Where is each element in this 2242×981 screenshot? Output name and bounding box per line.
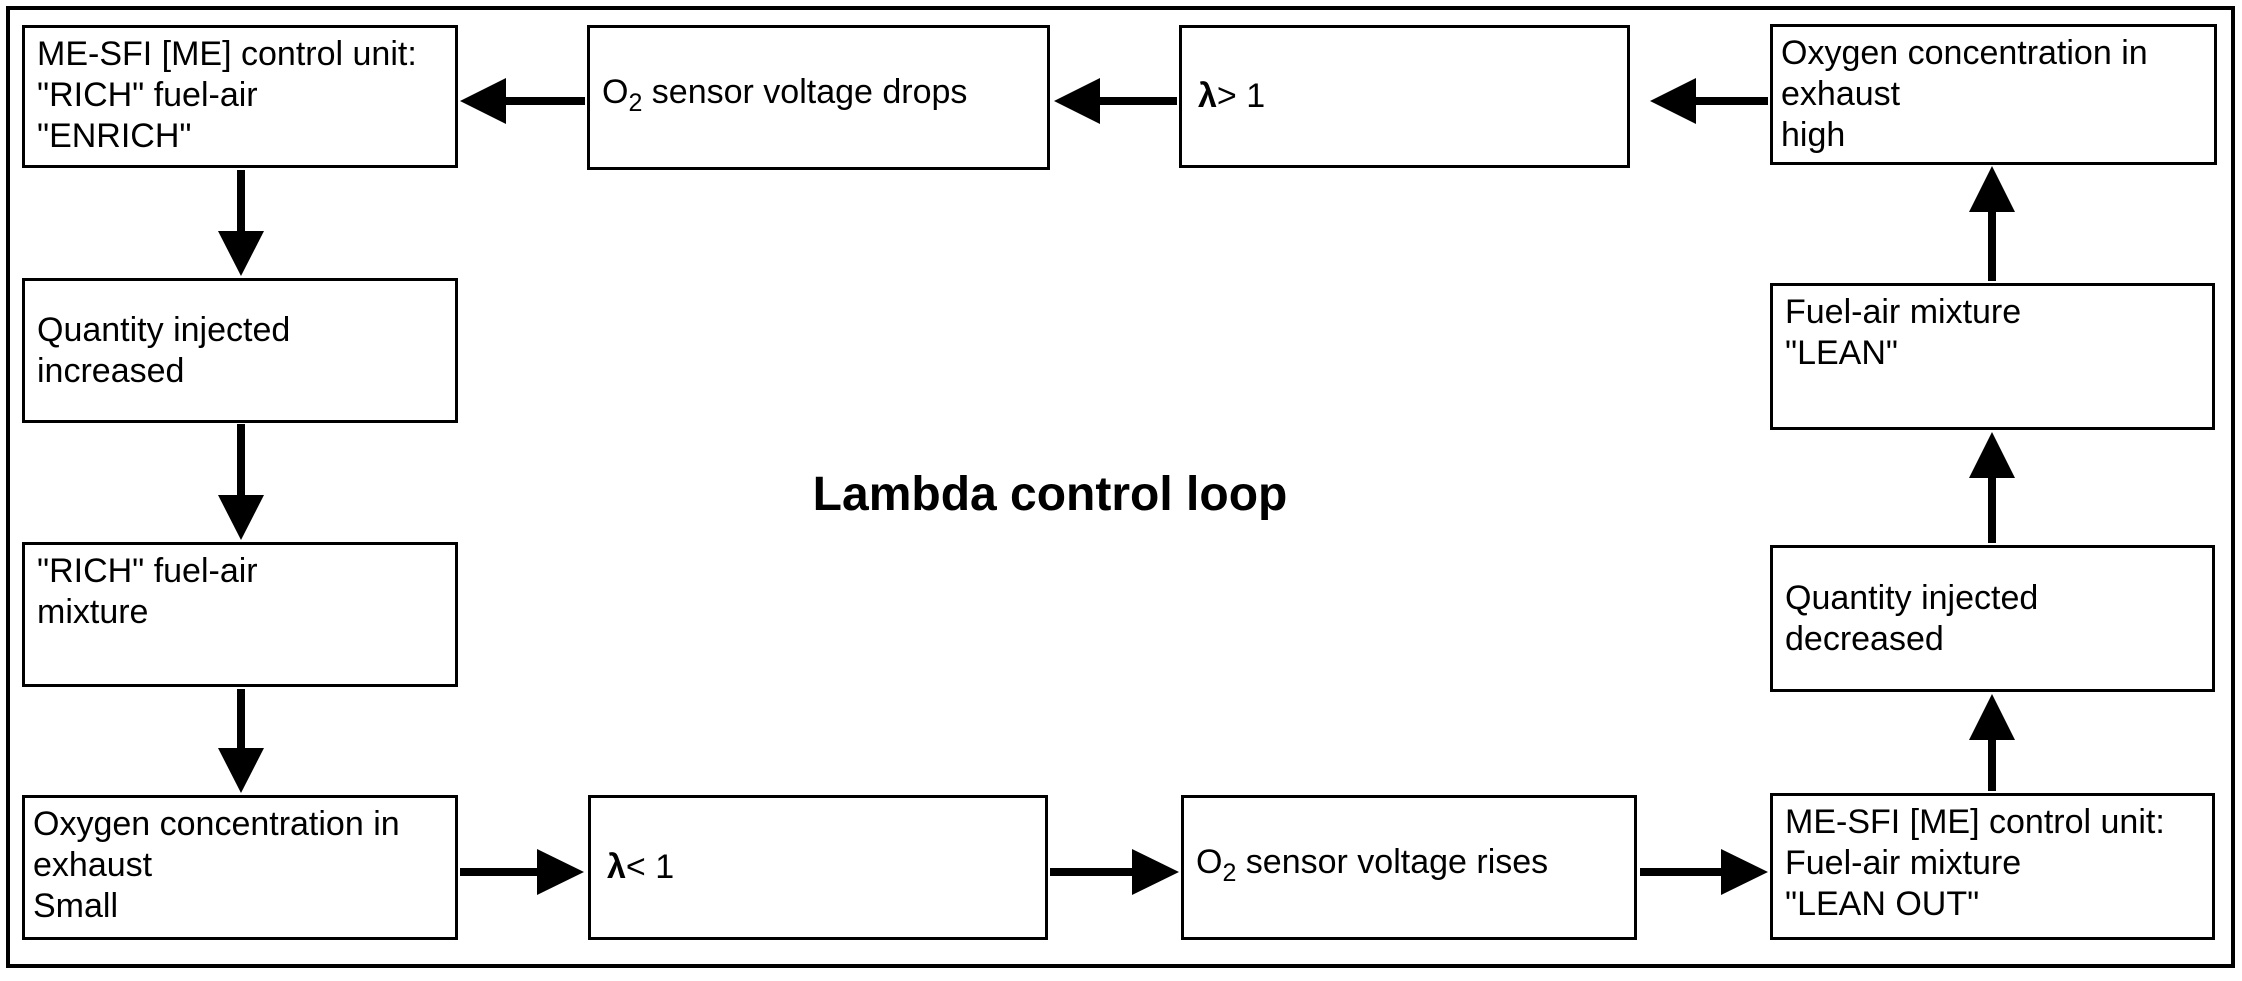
- node-label: Oxygen concentration in exhaust Small: [33, 805, 400, 925]
- node-label-rest: sensor voltage rises: [1236, 842, 1549, 881]
- o2-symbol: O: [602, 72, 629, 111]
- node-label: O2 sensor voltage rises: [1196, 842, 1548, 894]
- lambda-symbol: λ: [1198, 77, 1217, 115]
- node-rich-fuel-air-mixture: "RICH" fuel-air mixture: [22, 542, 458, 687]
- node-label: "RICH" fuel-air mixture: [37, 552, 258, 631]
- node-label: ME-SFI [ME] control unit: "RICH" fuel-ai…: [37, 35, 417, 155]
- node-label-rest: > 1: [1216, 77, 1266, 115]
- node-label-rest: < 1: [625, 848, 675, 886]
- o2-symbol: O: [1196, 842, 1223, 881]
- node-label-rest: sensor voltage drops: [642, 72, 968, 111]
- o2-subscript: 2: [628, 88, 643, 117]
- node-oxygen-concentration-small: Oxygen concentration in exhaust Small: [22, 795, 458, 940]
- diagram-outer-border: [6, 6, 2235, 968]
- node-label: Quantity injected increased: [37, 310, 291, 390]
- node-quantity-injected-decreased: Quantity injected decreased: [1770, 545, 2215, 692]
- node-fuel-air-mixture-lean: Fuel-air mixture "LEAN": [1770, 283, 2215, 430]
- node-label: λ< 1: [607, 847, 674, 888]
- node-lambda-greater-1: λ> 1: [1179, 25, 1630, 168]
- node-label: Quantity injected decreased: [1785, 578, 2039, 658]
- node-quantity-injected-increased: Quantity injected increased: [22, 278, 458, 423]
- o2-subscript: 2: [1222, 858, 1237, 887]
- node-label: Fuel-air mixture "LEAN": [1785, 293, 2022, 372]
- node-lambda-less-1: λ< 1: [588, 795, 1048, 940]
- node-me-sfi-lean-out: ME-SFI [ME] control unit: Fuel-air mixtu…: [1770, 793, 2215, 940]
- node-me-sfi-enrich: ME-SFI [ME] control unit: "RICH" fuel-ai…: [22, 25, 458, 168]
- node-label: O2 sensor voltage drops: [602, 72, 967, 124]
- lambda-symbol: λ: [607, 848, 626, 886]
- node-label: ME-SFI [ME] control unit: Fuel-air mixtu…: [1785, 803, 2165, 923]
- node-label: λ> 1: [1198, 76, 1265, 117]
- node-oxygen-concentration-high: Oxygen concentration in exhaust high: [1770, 24, 2217, 165]
- node-o2-sensor-voltage-rises: O2 sensor voltage rises: [1181, 795, 1637, 940]
- diagram-title: Lambda control loop: [812, 468, 1288, 521]
- node-label: Oxygen concentration in exhaust high: [1781, 34, 2148, 154]
- node-o2-sensor-voltage-drops: O2 sensor voltage drops: [587, 25, 1050, 170]
